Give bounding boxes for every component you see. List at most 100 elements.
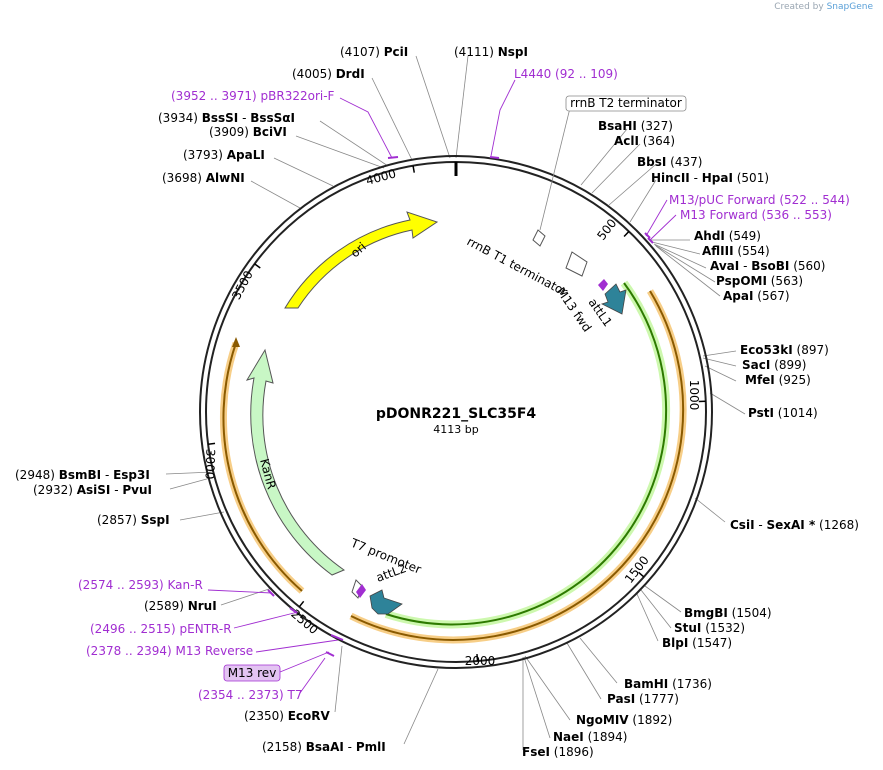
site-label: FseI (1896)	[522, 745, 594, 759]
primer-name: T7	[287, 688, 303, 702]
site-position: (1504)	[728, 606, 772, 620]
site-separator: -	[739, 259, 751, 273]
site-position: (567)	[753, 289, 789, 303]
tick-mark	[623, 230, 630, 238]
m13-rev-label: M13 rev	[228, 666, 277, 680]
site-position: (1014)	[774, 406, 818, 420]
primer-name: L4440	[514, 67, 555, 81]
site-label: (2350) EcoRV	[244, 709, 331, 723]
site-label: (4111) NspI	[454, 45, 528, 59]
site-position: (549)	[725, 229, 761, 243]
site-position: (4107)	[340, 45, 384, 59]
ori-feature-arrow	[284, 211, 439, 309]
site-enzyme: BciVI	[253, 125, 287, 139]
site-separator: -	[101, 468, 113, 482]
tick-label: 4000	[364, 166, 397, 187]
site-label: (3934) BssSI - BssSαI	[158, 111, 295, 125]
orf-left	[222, 342, 303, 592]
site-label: (2589) NruI	[144, 599, 217, 613]
site-enzyme: SacI	[742, 358, 770, 372]
primer-label: (3952 .. 3971) pBR322ori-F	[171, 89, 335, 103]
site-label: (2932) AsiSI - PvuI	[33, 483, 152, 497]
site-enzyme: NaeI	[553, 730, 584, 744]
site-enzyme: BsaHI	[598, 119, 637, 133]
site-enzyme-alt: Esp3I	[113, 468, 150, 482]
site-position: (925)	[775, 373, 811, 387]
site-enzyme: AsiSI	[77, 483, 111, 497]
site-position: (364)	[639, 134, 675, 148]
restriction-sites: (4107) PciI(4111) NspI(4005) DrdI(3934) …	[15, 45, 859, 759]
primer-label: (2574 .. 2593) Kan-R	[78, 578, 203, 592]
site-label: StuI (1532)	[674, 621, 745, 635]
site-label: BamHI (1736)	[624, 677, 712, 691]
site-separator: -	[755, 518, 767, 532]
site-position: (554)	[734, 244, 770, 258]
site-separator: -	[110, 483, 122, 497]
primer-marks	[267, 156, 654, 657]
site-position: (563)	[767, 274, 803, 288]
site-position: (4005)	[292, 67, 336, 81]
site-position: (437)	[666, 155, 702, 169]
site-enzyme: StuI	[674, 621, 701, 635]
primer-range: (3952 .. 3971)	[171, 89, 261, 103]
site-enzyme-alt: BsoBI	[751, 259, 789, 273]
tick-mark	[638, 571, 645, 578]
kanr-feature-arrow	[245, 348, 346, 576]
site-position: (3934)	[158, 111, 202, 125]
site-label: NaeI (1894)	[553, 730, 627, 744]
site-label: HincII - HpaI (501)	[651, 171, 769, 185]
site-label: AflIII (554)	[702, 244, 770, 258]
site-label: PspOMI (563)	[716, 274, 803, 288]
primer-range: (92 .. 109)	[555, 67, 618, 81]
orf-right	[350, 290, 685, 641]
site-label: NgoMIV (1892)	[576, 713, 672, 727]
m13-rev-marker	[356, 584, 366, 598]
site-label: SacI (899)	[742, 358, 806, 372]
site-enzyme: AlwNI	[206, 171, 245, 185]
site-position: (1532)	[701, 621, 745, 635]
site-enzyme: AvaI	[710, 259, 739, 273]
site-enzyme: BmgBI	[684, 606, 728, 620]
primer-range: (2354 .. 2373)	[198, 688, 288, 702]
site-position: (2350)	[244, 709, 288, 723]
site-position: (1892)	[629, 713, 673, 727]
attl2-arrow	[369, 589, 403, 615]
site-enzyme-alt: HpaI	[702, 171, 733, 185]
site-label: (3698) AlwNI	[162, 171, 245, 185]
site-position: (1777)	[635, 692, 679, 706]
site-label: (3909) BciVI	[209, 125, 287, 139]
site-position: (899)	[770, 358, 806, 372]
rrnb-t1-label: rrnB T1 terminator	[465, 234, 570, 299]
primer-name: M13 Forward	[680, 208, 762, 222]
primer-range: (2574 .. 2593)	[78, 578, 168, 592]
site-position: (897)	[793, 343, 829, 357]
site-position: (3698)	[162, 171, 206, 185]
site-enzyme: NruI	[188, 599, 217, 613]
rrnb-t2-arrow	[532, 229, 546, 247]
site-position: (4111)	[454, 45, 498, 59]
primer-label: L4440 (92 .. 109)	[514, 67, 618, 81]
site-enzyme: AclI	[614, 134, 639, 148]
site-separator: -	[344, 740, 356, 754]
site-position: (1736)	[668, 677, 712, 691]
site-position: (1268)	[815, 518, 859, 532]
site-label: BbsI (437)	[637, 155, 702, 169]
primer-name: pBR322ori-F	[261, 89, 335, 103]
site-separator: -	[690, 171, 702, 185]
site-enzyme: MfeI	[745, 373, 775, 387]
site-enzyme: PasI	[607, 692, 635, 706]
site-position: (2158)	[262, 740, 306, 754]
plasmid-length: 4113 bp	[433, 423, 478, 436]
site-enzyme: AhdI	[694, 229, 725, 243]
site-position: (3793)	[183, 148, 227, 162]
primer-label: M13/pUC Forward (522 .. 544)	[669, 193, 850, 207]
tick-mark	[298, 600, 305, 608]
primer-name: Kan-R	[168, 578, 203, 592]
primer-name: M13 Reverse	[176, 644, 254, 658]
site-label: BlpI (1547)	[662, 636, 732, 650]
site-enzyme: NspI	[498, 45, 528, 59]
site-label: ApaI (567)	[723, 289, 790, 303]
primer-label: M13 Forward (536 .. 553)	[680, 208, 832, 222]
primer-label: (2496 .. 2515) pENTR-R	[90, 622, 232, 636]
